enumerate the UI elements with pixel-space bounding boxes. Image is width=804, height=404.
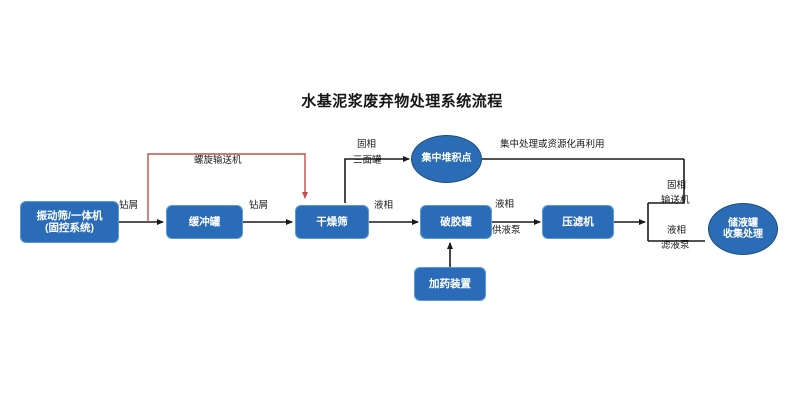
node-stockpile-point[interactable]: 集中堆积点 (411, 135, 482, 183)
node-buffer-tank[interactable]: 缓冲罐 (166, 205, 243, 239)
edge-label-gel-to-press-liquid: 液相 (495, 199, 515, 210)
edge-label-press-solid-conveyor: 输送机 (661, 195, 690, 206)
node-drying-screen[interactable]: 干燥筛 (295, 205, 369, 239)
node-shaker[interactable]: 振动筛/一体机 (固控系统) (20, 201, 119, 243)
page-title: 水基泥浆废弃物处理系统流程 (301, 93, 503, 110)
edge-label-press-liquid: 液相 (667, 225, 687, 236)
edge-label-screw-conveyor: 螺旋输送机 (194, 155, 242, 166)
node-liquid-storage-tank[interactable]: 储液罐 收集处理 (708, 203, 778, 255)
node-dosing-device[interactable]: 加药装置 (414, 267, 486, 301)
edge-label-drying-to-gel: 液相 (374, 200, 394, 211)
edge-label-gel-to-press-pump: 供液泵 (492, 225, 521, 236)
node-gel-breaking-tank[interactable]: 破胶罐 (420, 205, 492, 239)
edge-label-buffer-to-drying: 钻屑 (249, 200, 269, 211)
edge-label-press-liquid-pump: 滤液泵 (661, 240, 690, 251)
edge-label-press-solid: 固相 (667, 180, 687, 191)
edge-label-drying-to-stockpile-tank: 三面罐 (353, 155, 382, 166)
edge-label-drying-to-stockpile-solid: 固相 (357, 139, 377, 150)
edge-label-stockpile-output: 集中处理或资源化再利用 (500, 139, 605, 150)
node-filter-press[interactable]: 压滤机 (542, 205, 614, 239)
edge-label-shaker-to-buffer: 钻屑 (119, 200, 139, 211)
